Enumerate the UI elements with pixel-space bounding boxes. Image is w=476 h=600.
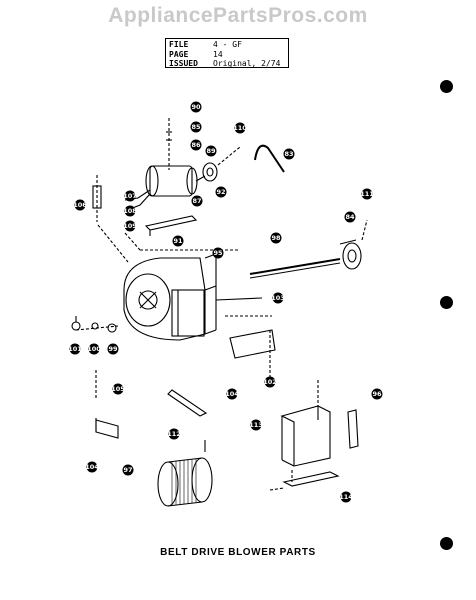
callout-label: 99 (108, 345, 118, 353)
binder-hole (440, 80, 453, 93)
diagram-title: BELT DRIVE BLOWER PARTS (160, 547, 316, 558)
info-row-page: PAGE 14 (169, 50, 285, 60)
callout-label: 106 (73, 201, 87, 209)
watermark: AppliancePartsPros.com (108, 4, 368, 27)
callout-label: 114 (339, 493, 353, 501)
callout-label: 102 (263, 378, 277, 386)
callout-label: 86 (191, 141, 201, 149)
callout-label: 100 (87, 345, 101, 353)
info-value: Original, 2/74 (213, 59, 281, 68)
callout-label: 112 (167, 430, 181, 438)
info-value: 4 - GF (213, 40, 242, 49)
info-box: FILE 4 - GF PAGE 14 ISSUED Original, 2/7… (165, 38, 289, 68)
callout-label: 105 (111, 385, 125, 393)
info-value: 14 (213, 49, 223, 59)
binder-hole (440, 537, 453, 550)
callout-label: 111 (360, 190, 374, 198)
callout-label: 85 (191, 123, 201, 131)
callout-label: 97 (123, 466, 132, 474)
callout-label: 108 (123, 207, 137, 215)
callout-label: 104 (85, 463, 99, 471)
callout-label: 92 (216, 188, 225, 196)
callout-label: 96 (372, 390, 382, 398)
info-row-issued: ISSUED Original, 2/74 (169, 59, 285, 69)
callout-label: 89 (206, 147, 216, 155)
callout-label: 101 (68, 345, 82, 353)
callout-label: 84 (345, 213, 355, 221)
callout-label: 91 (173, 237, 183, 245)
info-key: ISSUED (169, 59, 198, 68)
callout-label: 104 (225, 390, 239, 398)
callout-label: 113 (249, 421, 263, 429)
callout-label: 83 (284, 150, 293, 158)
callout-label: 90 (191, 103, 201, 111)
info-key: PAGE (169, 49, 189, 59)
callout-label: 95 (213, 249, 223, 257)
callout-label: 87 (192, 197, 201, 205)
binder-hole (440, 296, 453, 309)
callout-label: 98 (271, 234, 281, 242)
callout-label: 110 (233, 124, 247, 132)
callout-label: 107 (123, 192, 137, 200)
callout-label: 109 (123, 222, 137, 230)
callout-label: 103 (271, 294, 285, 302)
info-key: FILE (169, 40, 189, 49)
info-row-file: FILE 4 - GF (169, 40, 285, 50)
